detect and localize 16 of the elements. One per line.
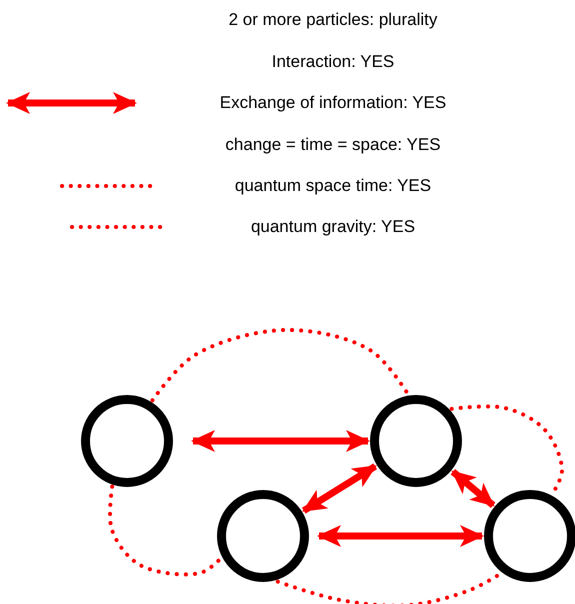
legend-text: quantum gravity: YES (250, 217, 416, 237)
legend-text: quantum space time: YES (234, 176, 432, 196)
legend-text: 2 or more particles: plurality (228, 10, 438, 30)
double-arrow (450, 469, 496, 508)
legend-text: change = time = space: YES (225, 135, 441, 155)
circle-outline (217, 490, 309, 582)
circle-outline (370, 395, 462, 487)
double-arrow (191, 430, 370, 452)
legend-text: Exchange of information: YES (220, 93, 446, 113)
circle-outline (81, 395, 173, 487)
circle-outline (484, 490, 575, 582)
dotted-line (150, 328, 410, 402)
double-arrow (317, 525, 484, 547)
double-arrow (302, 463, 378, 514)
dotted-line (108, 484, 223, 576)
legend-text: Interaction: YES (272, 52, 394, 72)
